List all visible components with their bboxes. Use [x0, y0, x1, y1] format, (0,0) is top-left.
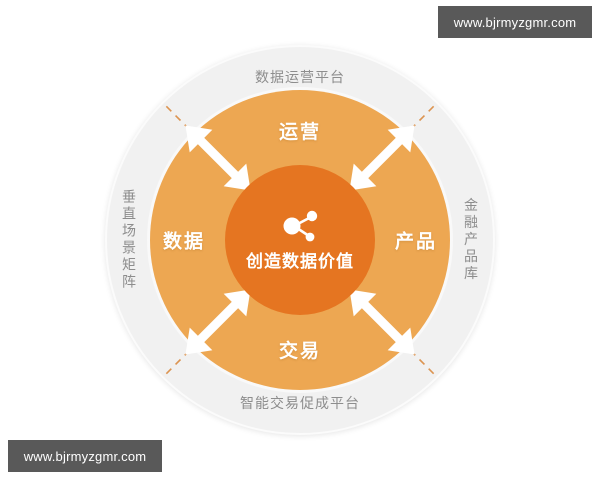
outer-label-top: 数据运营平台	[255, 69, 345, 85]
outer-label-bottom: 智能交易促成平台	[240, 395, 360, 411]
middle-label-data: 数据	[163, 231, 206, 253]
outer-label-left: 垂直场景矩阵	[121, 189, 137, 291]
middle-label-operations: 运营	[278, 122, 321, 143]
middle-label-transaction: 交易	[278, 341, 321, 362]
middle-label-product: 产品	[394, 231, 437, 253]
share-network-icon	[283, 210, 318, 241]
watermark-bottom-left: www.bjrmyzgmr.com	[8, 440, 162, 472]
core-circle: 创造数据价值	[225, 165, 375, 315]
core-title: 创造数据价值	[246, 251, 354, 271]
outer-label-right: 金融产品库	[463, 197, 479, 283]
concentric-value-diagram: 数据运营平台 垂直场景矩阵 金融产品库 智能交易促成平台 运营 数据 产品 交易…	[105, 45, 495, 435]
watermark-top-right: www.bjrmyzgmr.com	[438, 6, 592, 38]
